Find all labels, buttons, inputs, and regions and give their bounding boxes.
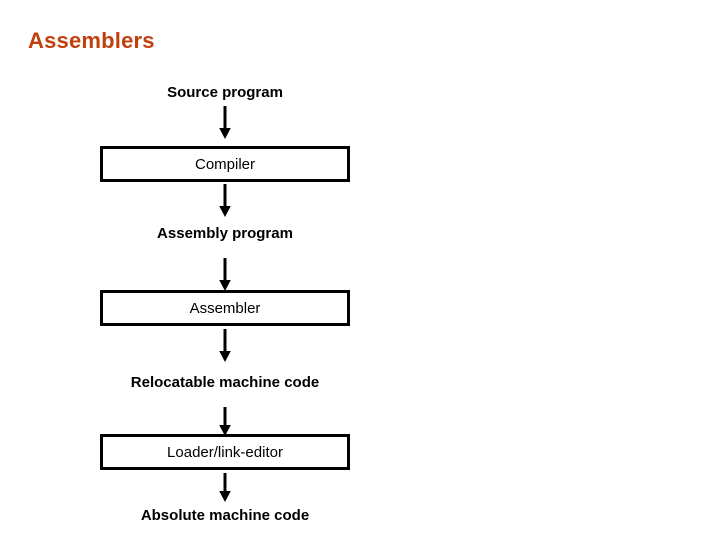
- down-arrow-icon: [218, 258, 232, 292]
- flow-box-label: Loader/link-editor: [167, 443, 283, 461]
- flowchart: Source program Compiler Assembly program: [100, 80, 350, 530]
- page-title: Assemblers: [28, 28, 155, 53]
- down-arrow-icon: [218, 184, 232, 218]
- down-arrow-icon: [218, 329, 232, 363]
- down-arrow-icon: [218, 106, 232, 140]
- down-arrow-icon: [218, 473, 232, 503]
- flow-box-label: Compiler: [194, 155, 255, 173]
- flow-box-loader-link-editor[interactable]: Loader/link-editor: [100, 434, 350, 470]
- flow-box-compiler[interactable]: Compiler: [100, 146, 350, 182]
- flow-label-source-program: Source program: [167, 84, 283, 101]
- down-arrow-icon: [218, 407, 232, 437]
- flow-box-label: Assembler: [189, 299, 261, 317]
- flow-label-absolute-machine-code: Absolute machine code: [140, 507, 310, 524]
- flow-box-assembler[interactable]: Assembler: [100, 290, 350, 326]
- flow-label-relocatable-machine-code: Relocatable machine code: [130, 374, 320, 391]
- flow-label-assembly-program: Assembly program: [157, 225, 293, 242]
